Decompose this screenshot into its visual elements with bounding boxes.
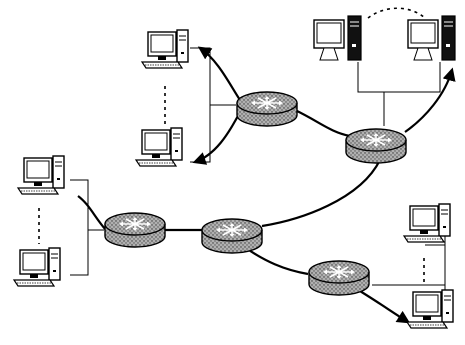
router-icon [237, 92, 297, 126]
router-icon [309, 261, 369, 295]
router-icon [105, 213, 165, 247]
desktop-computer-icon [407, 290, 453, 328]
lan-bus-top-center [190, 48, 236, 162]
router-icon [202, 219, 262, 253]
link-top-right-lan [405, 70, 452, 132]
link-left-lan [78, 196, 106, 230]
link-top-center-lan-lower [195, 112, 240, 162]
lan-bus-left [70, 180, 104, 275]
desktop-computer-icon [142, 30, 188, 68]
desktop-computer-icon [136, 128, 182, 166]
link-top-center-to-top-right [295, 110, 350, 136]
desktop-computer-icon [404, 204, 450, 242]
desktop-computer-icon [314, 16, 361, 60]
link-bottom-right-lan [355, 288, 408, 322]
desktop-computer-icon [408, 16, 455, 60]
lan-bus-top-right [358, 62, 440, 126]
desktop-computer-icon [14, 248, 60, 286]
link-top-center-lan-upper [200, 48, 240, 100]
more-hosts-top-right [368, 8, 425, 18]
desktop-computer-icon [18, 156, 64, 194]
router-icon [346, 129, 406, 163]
link-top-right-to-center [262, 160, 380, 226]
